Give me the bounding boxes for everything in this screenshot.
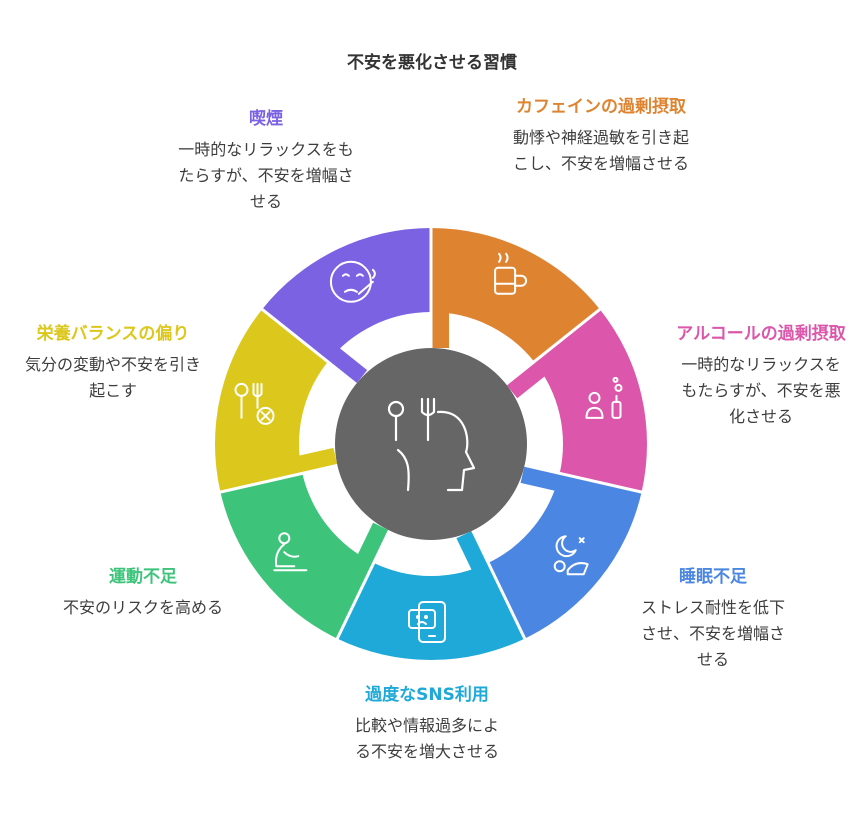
segment-title: 喫煙 <box>249 109 283 129</box>
segment-label-3: 睡眠不足ストレス耐性を低下させ、不安を増幅させる <box>638 565 788 673</box>
segment-connector-2 <box>506 360 547 399</box>
diagram-title: 不安を悪化させる習慣 <box>347 53 517 73</box>
segment-title: カフェインの過剰摂取 <box>516 97 686 117</box>
segment-title: 睡眠不足 <box>679 567 747 587</box>
segment-title: アルコールの過剰摂取 <box>676 324 846 344</box>
segment-label-4: 過度なSNS利用比較や情報過多による不安を増大させる <box>352 683 502 765</box>
segment-description: 動悸や神経過敏を引き起こし、不安を増幅させる <box>512 128 689 173</box>
center-hub <box>335 348 527 540</box>
segment-description: 一時的なリラックスをもたらすが、不安を増幅させる <box>178 140 354 211</box>
segment-label-7: 喫煙一時的なリラックスをもたらすが、不安を増幅させる <box>176 107 356 215</box>
segment-title: 運動不足 <box>109 567 177 587</box>
alcohol-drinker-icon <box>585 376 623 419</box>
segment-divider <box>520 463 644 494</box>
segment-divider <box>335 526 393 642</box>
sleep-moon-icon <box>553 535 589 576</box>
sitting-person-icon <box>273 532 308 572</box>
segment-label-1: カフェインの過剰摂取動悸や神経過敏を引き起こし、不安を増幅させる <box>506 95 696 177</box>
segment-connector-7 <box>326 346 368 385</box>
segment-divider <box>469 526 527 642</box>
segment-divider <box>218 463 342 494</box>
caffeine-drink-icon <box>494 252 528 295</box>
segment-label-6: 栄養バランスの偏り気分の変動や不安を引き起こす <box>18 322 208 404</box>
segment-1 <box>431 228 600 362</box>
segment-7 <box>262 228 431 362</box>
segment-divider <box>501 306 603 388</box>
segment-description: 気分の変動や不安を引き起こす <box>24 355 201 400</box>
smoking-face-icon <box>329 260 376 303</box>
segment-title: 栄養バランスの偏り <box>36 324 190 344</box>
segment-title: 過度なSNS利用 <box>365 685 489 705</box>
segment-label-2: アルコールの過剰摂取一時的なリラックスをもたらすが、不安を悪化させる <box>676 322 846 430</box>
fork-knife-head-icon <box>387 397 476 492</box>
segment-connector-5 <box>356 522 390 565</box>
segment-description: 不安のリスクを高める <box>62 598 223 617</box>
segment-6 <box>215 309 328 493</box>
utensils-cross-icon <box>234 382 275 425</box>
segment-4 <box>337 562 525 660</box>
segment-label-5: 運動不足不安のリスクを高める <box>58 565 228 621</box>
segment-description: 比較や情報過多による不安を増大させる <box>354 716 499 761</box>
segment-connector-4 <box>456 530 490 573</box>
segment-description: 一時的なリラックスをもたらすが、不安を悪化させる <box>681 355 841 426</box>
segment-description: ストレス耐性を低下させ、不安を増幅させる <box>640 598 785 669</box>
segment-connector-1 <box>431 310 449 348</box>
segment-divider <box>259 306 361 388</box>
phone-sad-icon <box>408 601 446 643</box>
